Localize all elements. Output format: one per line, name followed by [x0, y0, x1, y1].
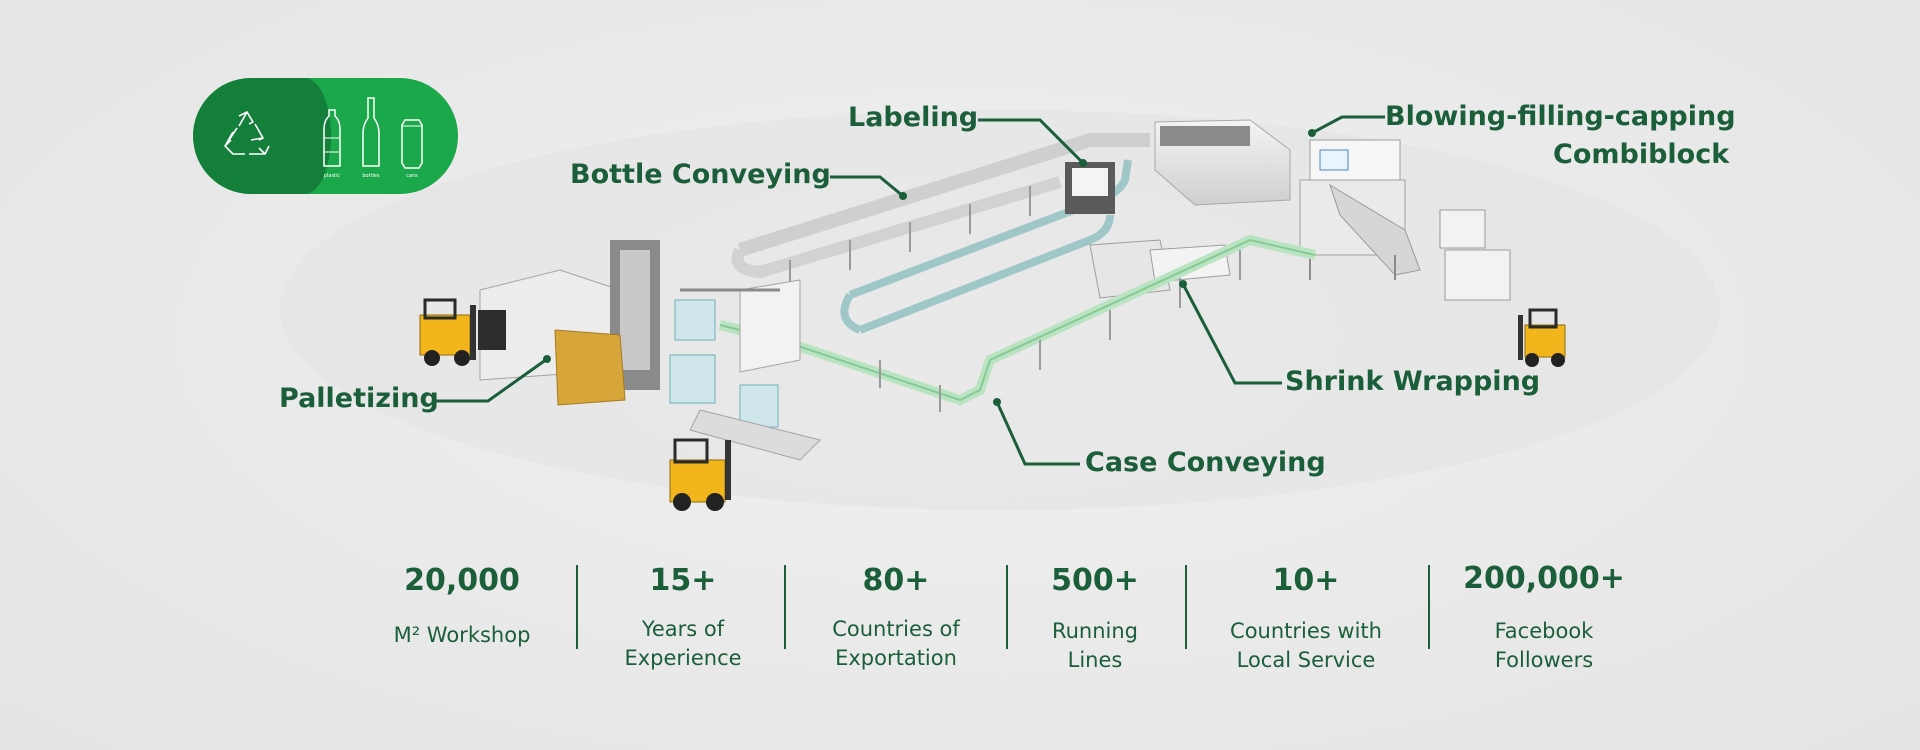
cans-caption: cans [406, 173, 418, 179]
stat-running-lines: 500+ Running Lines [1051, 557, 1139, 675]
stat-value: 500+ [1051, 563, 1139, 598]
forklift-left [419, 298, 506, 366]
stat-label-line: Exportation [835, 646, 957, 670]
stat-value: 15+ [649, 563, 717, 598]
stat-divider [576, 565, 578, 649]
stat-label: Running Lines [1051, 617, 1139, 675]
recycle-badge: plastic bottles cans [193, 78, 458, 194]
labeling-machine [1065, 162, 1115, 214]
palletizer [479, 240, 821, 461]
shrink-wrapping-label: Shrink Wrapping [1285, 366, 1541, 397]
stat-value: 80+ [862, 563, 930, 598]
recycle-icon [224, 111, 270, 155]
stat-exportation: 80+ Countries of Exportation [832, 557, 960, 673]
stat-facebook: 200,000+ Facebook Followers [1463, 555, 1625, 675]
stat-divider [1428, 565, 1430, 649]
stat-label-line: Countries of [832, 617, 960, 641]
bottles-caption: bottles [362, 173, 380, 179]
stat-experience: 15+ Years of Experience [624, 557, 741, 673]
combiblock-machine [1154, 119, 1511, 301]
stat-label: Years of Experience [624, 615, 741, 673]
stat-workshop: 20,000 M² Workshop [394, 557, 531, 650]
stat-divider [1185, 565, 1187, 649]
case-conveying-label: Case Conveying [1085, 447, 1326, 478]
palletizing-label: Palletizing [279, 383, 439, 414]
forklift-right [1518, 308, 1566, 367]
stat-label-line: Lines [1067, 648, 1123, 672]
stat-divider [1006, 565, 1008, 649]
stat-local-service: 10+ Countries with Local Service [1230, 557, 1382, 675]
recycle-badge-left [193, 78, 331, 194]
stat-label: Countries with Local Service [1230, 617, 1382, 675]
blowing-label-line2: Combiblock [1553, 139, 1730, 170]
stat-divider [784, 565, 786, 649]
stat-label-line: Facebook [1494, 619, 1594, 643]
stat-label-line: Followers [1494, 648, 1594, 672]
stat-label-line: Experience [624, 646, 742, 670]
stat-label: M² Workshop [393, 623, 531, 647]
stat-label-line: Countries with [1230, 619, 1382, 643]
stat-label-line: Running [1051, 619, 1139, 643]
plastic-bottle-icon [323, 109, 341, 167]
can-icon [401, 119, 423, 169]
stat-value: 20,000 [404, 563, 520, 598]
glass-bottle-icon [362, 97, 380, 167]
stat-label: Countries of Exportation [832, 615, 960, 673]
forklift-bottom [669, 438, 731, 511]
plastic-caption: plastic [323, 173, 341, 179]
stat-label: Facebook Followers [1463, 617, 1625, 675]
stat-value: 200,000+ [1463, 561, 1625, 596]
stat-label-line: Years of [641, 617, 725, 641]
leader-lines [432, 115, 1385, 466]
stat-value: 10+ [1272, 563, 1340, 598]
bottle-conveying-label: Bottle Conveying [570, 159, 831, 190]
stat-label-line: Local Service [1236, 648, 1376, 672]
blowing-label-line1: Blowing-filling-capping [1385, 101, 1736, 132]
labeling-label: Labeling [848, 102, 979, 133]
leader-dots [543, 129, 1316, 406]
